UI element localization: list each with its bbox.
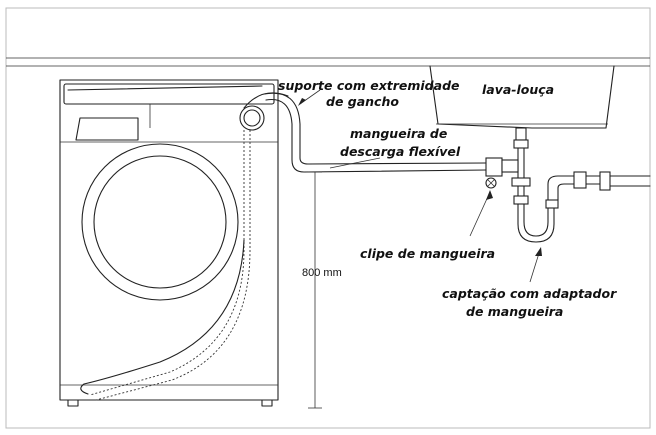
hook-support xyxy=(239,92,289,131)
drain-hose xyxy=(263,92,487,173)
label-trap-adapter-1: captação com adaptador xyxy=(442,286,617,301)
label-sink: lava-louça xyxy=(482,82,554,97)
label-height: 800 mm xyxy=(302,267,342,279)
label-hose-clip: clipe de mangueira xyxy=(360,246,495,261)
washing-machine xyxy=(59,79,279,407)
internal-hose-dashed xyxy=(89,130,245,396)
countertop xyxy=(6,57,650,67)
sink-basin xyxy=(429,65,615,129)
label-drain-hose-1: mangueira de xyxy=(350,126,447,141)
hose-bottom-curl xyxy=(80,239,245,395)
label-drain-hose-2: descarga flexível xyxy=(340,144,461,159)
label-hook-support-2: de gancho xyxy=(326,94,399,109)
leader-hose-clip xyxy=(469,190,493,237)
label-trap-adapter-2: de mangueira xyxy=(466,304,563,319)
frame-border xyxy=(5,7,651,429)
height-dimension xyxy=(308,171,322,409)
leader-hook-support xyxy=(298,89,321,106)
label-hook-support-1: suporte com extremidade xyxy=(278,78,460,93)
waste-pipe-trap xyxy=(485,127,651,243)
leader-trap-adapter xyxy=(529,247,542,283)
internal-hose-dashed-2 xyxy=(95,130,251,401)
leader-drain-hose xyxy=(329,157,381,169)
